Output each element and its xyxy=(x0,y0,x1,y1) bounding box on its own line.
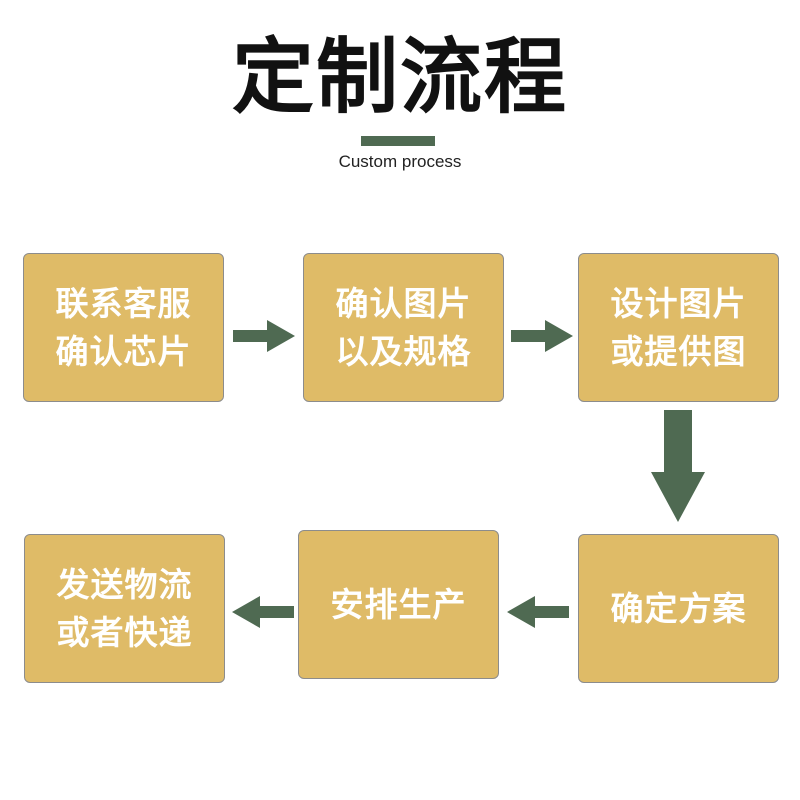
step-label: 安排生产 xyxy=(330,584,467,624)
step-contact-service: 联系客服 确认芯片 xyxy=(23,253,224,402)
step-label: 确定方案 xyxy=(610,588,747,628)
arrow-left-icon xyxy=(507,596,569,628)
page-subtitle: Custom process xyxy=(338,152,462,171)
step-arrange-production: 安排生产 xyxy=(298,530,499,679)
step-design-or-provide-image: 设计图片 或提供图 xyxy=(578,253,779,402)
step-label: 联系客服 确认芯片 xyxy=(55,283,192,371)
arrow-down-icon xyxy=(651,410,705,522)
step-confirm-plan: 确定方案 xyxy=(578,534,779,683)
arrow-right-icon xyxy=(233,320,295,352)
page-title: 定制流程 xyxy=(231,30,568,125)
title-underline-bar xyxy=(361,136,435,146)
step-label: 设计图片 或提供图 xyxy=(610,283,747,371)
arrow-right-icon xyxy=(511,320,573,352)
step-confirm-image-spec: 确认图片 以及规格 xyxy=(303,253,504,402)
step-label: 发送物流 或者快递 xyxy=(56,564,193,652)
step-ship-logistics: 发送物流 或者快递 xyxy=(24,534,225,683)
arrow-left-icon xyxy=(232,596,294,628)
step-label: 确认图片 以及规格 xyxy=(335,283,472,371)
